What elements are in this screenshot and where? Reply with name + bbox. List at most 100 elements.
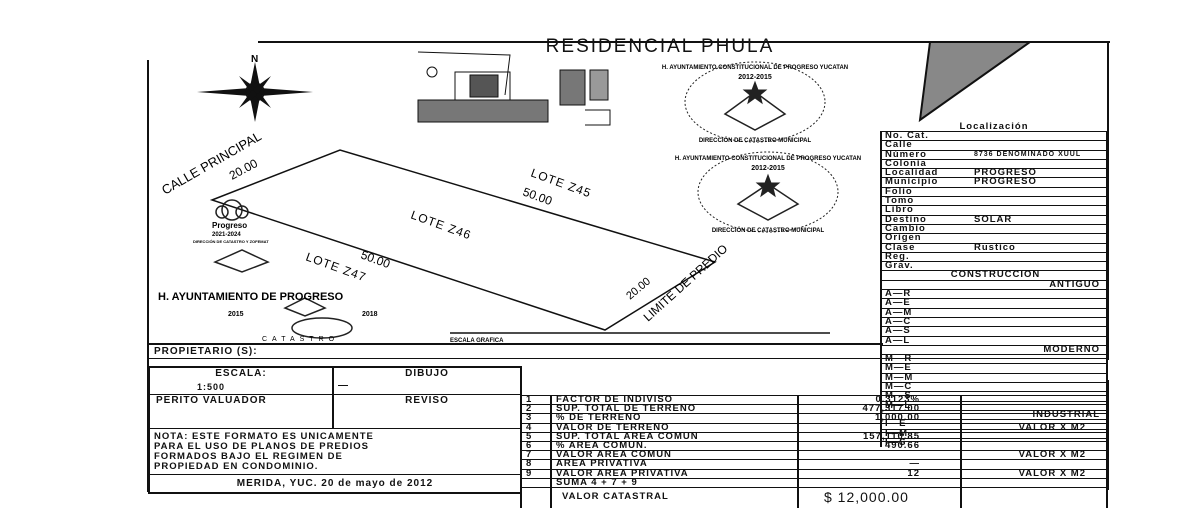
localizacion-label: Grav. <box>885 261 914 271</box>
localizacion-label: Municipio <box>885 177 939 187</box>
localizacion-label: Origen <box>885 233 922 243</box>
valor-value: 1,000.00 <box>797 414 960 423</box>
dibujo-cell: DIBUJO — <box>334 368 520 395</box>
construccion-row: M—E <box>880 363 1108 373</box>
stamp-catastro-seal: CATASTRO <box>262 336 339 343</box>
lot-south-length: 50.00 <box>359 248 392 272</box>
fecha: MERIDA, YUC. 20 de mayo de 2012 <box>150 474 520 492</box>
valor-unit <box>960 414 1108 423</box>
valor-unit: VALOR X M2 <box>960 451 1108 460</box>
escala-value: 1:500 <box>196 382 226 392</box>
valor-value: 12 <box>797 469 960 478</box>
localizacion-label: Clase <box>885 242 916 252</box>
valor-value <box>797 478 960 487</box>
nota-line: NOTA: ESTE FORMATO ES UNICAMENTE <box>154 431 374 442</box>
localizacion-header: Localización <box>959 121 1029 132</box>
localizacion-value: SOLAR <box>974 214 1013 224</box>
valor-label: VALOR AREA PRIVATIVA <box>550 469 797 478</box>
reviso-label: REVISO <box>334 395 520 429</box>
localizacion-label: Tomo <box>885 196 915 206</box>
stamp-2-years: 2012-2015 <box>751 165 785 172</box>
propietario-label: PROPIETARIO (S): <box>154 346 258 357</box>
valor-value <box>797 423 960 432</box>
localizacion-value: PROGRESO <box>974 168 1037 178</box>
localizacion-value: Rustico <box>974 242 1016 252</box>
construccion-header: CONSTRUCCIÓN <box>880 270 1108 280</box>
valor-unit <box>960 478 1108 487</box>
localizacion-row: Grav. <box>880 261 1108 271</box>
street-width: 20.00 <box>227 156 260 183</box>
location-map <box>417 51 611 126</box>
stamp-2-text: H. AYUNTAMIENTO CONSTITUCIONAL DE PROGRE… <box>675 156 861 162</box>
graphic-scale-label: ESCALA GRAFICA <box>450 338 504 344</box>
valor-unit <box>960 460 1108 469</box>
stamp-progreso <box>215 199 249 221</box>
valor-label: AREA PRIVATIVA <box>550 460 797 469</box>
construccion-row: A—C <box>880 316 1108 327</box>
top-border <box>258 41 1110 43</box>
valor-num: 1 <box>520 396 550 405</box>
valor-unit <box>960 405 1108 414</box>
valor-value <box>797 451 960 460</box>
valor-label: % AREA COMUN. <box>550 441 797 451</box>
nota-line: PARA EL USO DE PLANOS DE PREDIOS <box>154 441 369 452</box>
valor-label: VALOR DE TERRENO <box>550 423 797 432</box>
localizacion-row: Reg. <box>880 251 1108 262</box>
valor-label: SUP. TOTAL AREA COMUN <box>550 432 797 441</box>
valor-label: SUMA 4 + 7 + 9 <box>550 478 797 487</box>
localizacion-row: Clase Rustico <box>880 242 1108 252</box>
valor-value: — <box>797 460 960 469</box>
propietario-bottom-border <box>148 358 1108 359</box>
localizacion-label: Reg. <box>885 251 910 262</box>
stamp-progreso-dir: DIRECCIÓN DE CATASTRO Y ZOFEMAT <box>193 239 269 244</box>
valor-value: 477,317.00 <box>797 405 960 414</box>
stamp-ayuntamiento-progreso <box>213 249 353 339</box>
localizacion-label: No. Cat. <box>885 131 929 141</box>
valor-value: 157,110.85 <box>797 432 960 441</box>
nota-line: FORMADOS BAJO EL REGIMEN DE <box>154 451 343 462</box>
valor-num <box>520 478 550 487</box>
localizacion-label: Folio <box>885 186 913 197</box>
localizacion-row: Libro <box>880 205 1108 215</box>
localizacion-row: Folio <box>880 186 1108 197</box>
valor-num: 3 <box>520 414 550 423</box>
valor-row: SUMA 4 + 7 + 9 <box>520 477 1108 487</box>
title-block: ESCALA: 1:500 DIBUJO — PERITO VALUADOR R… <box>148 366 522 494</box>
construccion-row: A—E <box>880 298 1108 308</box>
stamp-ayto-progreso-text: H. AYUNTAMIENTO DE PROGRESO <box>158 291 344 303</box>
stamp-progreso-years: 2021-2024 <box>212 232 241 238</box>
stamp-year-a: 2015 <box>228 311 244 318</box>
valor-unit: VALOR X M2 <box>960 423 1108 432</box>
valor-num: 5 <box>520 432 550 441</box>
construccion-row: A—S <box>880 326 1108 336</box>
compass-rose-icon <box>197 62 313 122</box>
localizacion-row: Tomo <box>880 196 1108 206</box>
localizacion-row: Calle <box>880 140 1108 150</box>
valor-num: 7 <box>520 451 550 460</box>
construccion-row: M—C <box>880 382 1108 392</box>
moderno-header: MODERNO <box>880 344 1108 355</box>
limit-width: 20.00 <box>624 275 653 302</box>
lot-north-length: 50.00 <box>521 185 554 209</box>
valor-num: 8 <box>520 460 550 469</box>
dibujo-value: — <box>338 380 349 391</box>
escala-label: ESCALA: <box>215 368 267 379</box>
stamp-year-b: 2018 <box>362 311 378 318</box>
valor-catastral-value: $ 12,000.00 <box>797 487 960 508</box>
localizacion-label: Cambio <box>885 223 926 234</box>
valor-num: 9 <box>520 469 550 478</box>
valor-label: FACTOR DE INDIVISO <box>550 396 797 405</box>
valor-num: 6 <box>520 441 550 451</box>
localizacion-row: Cambio <box>880 223 1108 234</box>
right-border <box>1107 42 1109 360</box>
valor-num: 4 <box>520 423 550 432</box>
valor-catastral-num <box>520 487 550 508</box>
